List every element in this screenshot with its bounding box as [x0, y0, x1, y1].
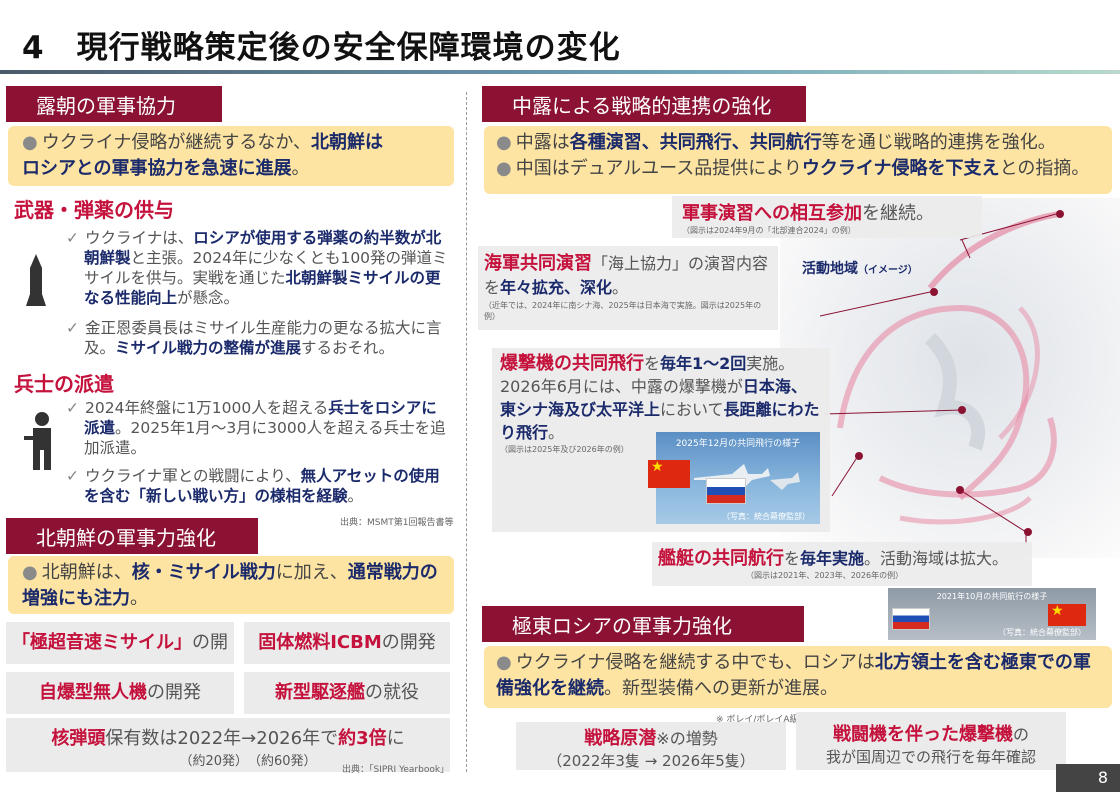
section-header-far-east-russia: 極東ロシアの軍事力強化	[482, 606, 804, 642]
map-marker	[1056, 210, 1064, 218]
missile-icon	[26, 254, 46, 306]
bullet-icon: ●	[496, 132, 512, 153]
soldiers-point-2: ✓ウクライナ軍との戦闘により、無人アセットの使用を含む「新しい戦い方」の様相を経…	[66, 467, 440, 505]
section-header-russia-nk: 露朝の軍事協力	[6, 86, 222, 122]
item-hypersonic-missile: 「極超音速ミサイル」の開発	[6, 622, 234, 695]
column-divider	[466, 92, 467, 772]
leader-lines	[820, 213, 1057, 544]
russia-flag-icon	[892, 608, 930, 630]
weapons-point-1: ✓ウクライナは、ロシアが使用する弾薬の約半数が北朝鮮製と主張。2024年に少なく…	[66, 229, 448, 307]
source-note-1: 出典：MSMT第1回報告書等	[340, 518, 454, 528]
highlight-box-russia-nk: ●ウクライナ侵略が継続するなか、北朝鮮は ロシアとの軍事協力を急速に進展。	[8, 126, 454, 186]
route-lines	[837, 211, 1061, 525]
soldiers-point-1: ✓2024年終盤に1万1000人を超える兵士をロシアに派遣。2025年1月～3月…	[66, 399, 446, 457]
item-suicide-drone: 自爆型無人機の開発	[6, 672, 234, 714]
bullet-icon: ●	[22, 562, 38, 583]
weapons-point-2: ✓金正恩委員長はミサイル生産能力の更なる拡大に言及。ミサイル戦力の整備が進展する…	[66, 319, 442, 357]
header-divider	[0, 70, 1120, 74]
item-escorted-bombers: 戦闘機を伴った爆撃機の 我が国周辺での飛行を毎年確認	[796, 712, 1066, 770]
china-flag-icon: ★	[648, 460, 690, 488]
soldier-icon	[24, 412, 51, 470]
callout-ship-sailing: 艦艇の共同航行を毎年実施。活動海域は拡大。 （図示は2021年、2023年、20…	[652, 542, 1032, 586]
bullet-icon: ●	[496, 158, 512, 179]
section-header-china-russia: 中露による戦略的連携の強化	[482, 86, 806, 122]
russia-flag-icon	[706, 478, 746, 504]
highlight-box-nk-military: ●北朝鮮は、核・ミサイル戦力に加え、通常戦力の増強にも注力。	[8, 556, 454, 614]
map-marker	[1024, 528, 1032, 536]
map-marker	[855, 452, 863, 460]
page-number: 8	[1056, 764, 1120, 792]
item-nuclear-warheads: 核弾頭保有数は2022年→2026年で約3倍に （約20発） （約60発）	[6, 718, 450, 772]
ssbn-footnote: ※ ボレイ/ボレイA級	[716, 715, 799, 725]
callout-mutual-exercise: 軍事演習への相互参加を継続。 （図示は2024年9月の「北部連合2024」の例）	[672, 196, 982, 238]
item-new-destroyer: 新型駆逐艦の就役	[244, 672, 450, 714]
bullet-icon: ●	[496, 652, 512, 673]
item-ssbn-increase: 戦略原潜※の増勢 （2022年3隻 → 2026年5隻）	[516, 722, 786, 770]
section-header-nk-military: 北朝鮮の軍事力強化	[6, 518, 258, 554]
item-solid-fuel-icbm: 固体燃料ICBMの開発	[244, 622, 450, 664]
source-note-2: 出典：「SIPRI Yearbook」	[342, 765, 450, 775]
callout-naval-exercise: 海軍共同演習「海上協力」の演習内容を年々拡充、深化。 （近年では、2024年に南…	[478, 246, 778, 330]
heading-weapons: 武器・弾薬の供与	[14, 198, 174, 222]
aircraft-icon	[694, 464, 800, 490]
highlight-box-far-east-russia: ●ウクライナ侵略を継続する中でも、ロシアは北方領土を含む極東での軍備強化を継続。…	[484, 646, 1112, 708]
map-label: 活動地域（イメージ）	[802, 261, 918, 277]
bullet-icon: ●	[22, 132, 38, 153]
highlight-box-china-russia: ●中露は各種演習、共同飛行、共同航行等を通じ戦略的連携を強化。 ●中国はデュアル…	[484, 126, 1112, 194]
map-marker	[930, 288, 938, 296]
china-flag-icon: ★	[1048, 604, 1086, 626]
heading-soldiers: 兵士の派遣	[14, 372, 114, 396]
page-title: 4 現行戦略策定後の安全保障環境の変化	[22, 30, 621, 66]
